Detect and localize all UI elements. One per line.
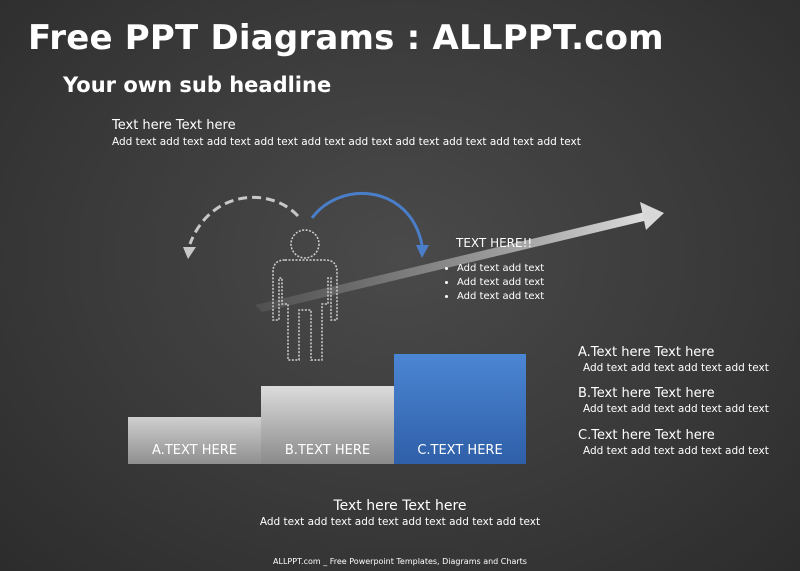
page-title: Free PPT Diagrams : ALLPPT.com — [28, 18, 664, 58]
side-item-body: Add text add text add text add text — [583, 362, 769, 374]
side-item-b: B.Text here Text here Add text add text … — [578, 386, 769, 415]
step-c-label: C.TEXT HERE — [417, 443, 503, 458]
trend-arrow-icon — [255, 202, 664, 312]
bottom-body: Add text add text add text add text add … — [259, 516, 541, 528]
step-a: A.TEXT HERE — [128, 417, 261, 464]
page-subtitle: Your own sub headline — [63, 73, 332, 97]
dashed-curved-arrow-icon — [183, 195, 300, 259]
side-item-a: A.Text here Text here Add text add text … — [578, 345, 769, 374]
footer-text: ALLPPT.com _ Free Powerpoint Templates, … — [273, 557, 527, 566]
side-item-body: Add text add text add text add text — [583, 403, 769, 415]
callout-bullet: Add text add text — [457, 276, 544, 290]
person-outline-icon — [272, 229, 338, 361]
side-item-heading: A.Text here Text here — [578, 345, 715, 360]
callout-bullet: Add text add text — [457, 290, 544, 304]
intro-heading: Text here Text here — [112, 118, 236, 133]
blue-curved-arrow-icon — [310, 191, 429, 258]
callout-bullets: Add text add text Add text add text Add … — [440, 262, 544, 304]
bottom-heading: Text here Text here — [333, 498, 467, 514]
step-b: B.TEXT HERE — [261, 386, 394, 464]
step-c: C.TEXT HERE — [394, 354, 526, 464]
callout-bullet: Add text add text — [457, 262, 544, 276]
side-item-c: C.Text here Text here Add text add text … — [578, 428, 769, 457]
step-a-label: A.TEXT HERE — [152, 443, 237, 458]
side-item-heading: C.Text here Text here — [578, 428, 715, 443]
callout-title: TEXT HERE!! — [456, 236, 533, 250]
side-item-heading: B.Text here Text here — [578, 386, 715, 401]
side-item-body: Add text add text add text add text — [583, 445, 769, 457]
intro-body: Add text add text add text add text add … — [112, 136, 581, 148]
step-b-label: B.TEXT HERE — [284, 443, 371, 458]
